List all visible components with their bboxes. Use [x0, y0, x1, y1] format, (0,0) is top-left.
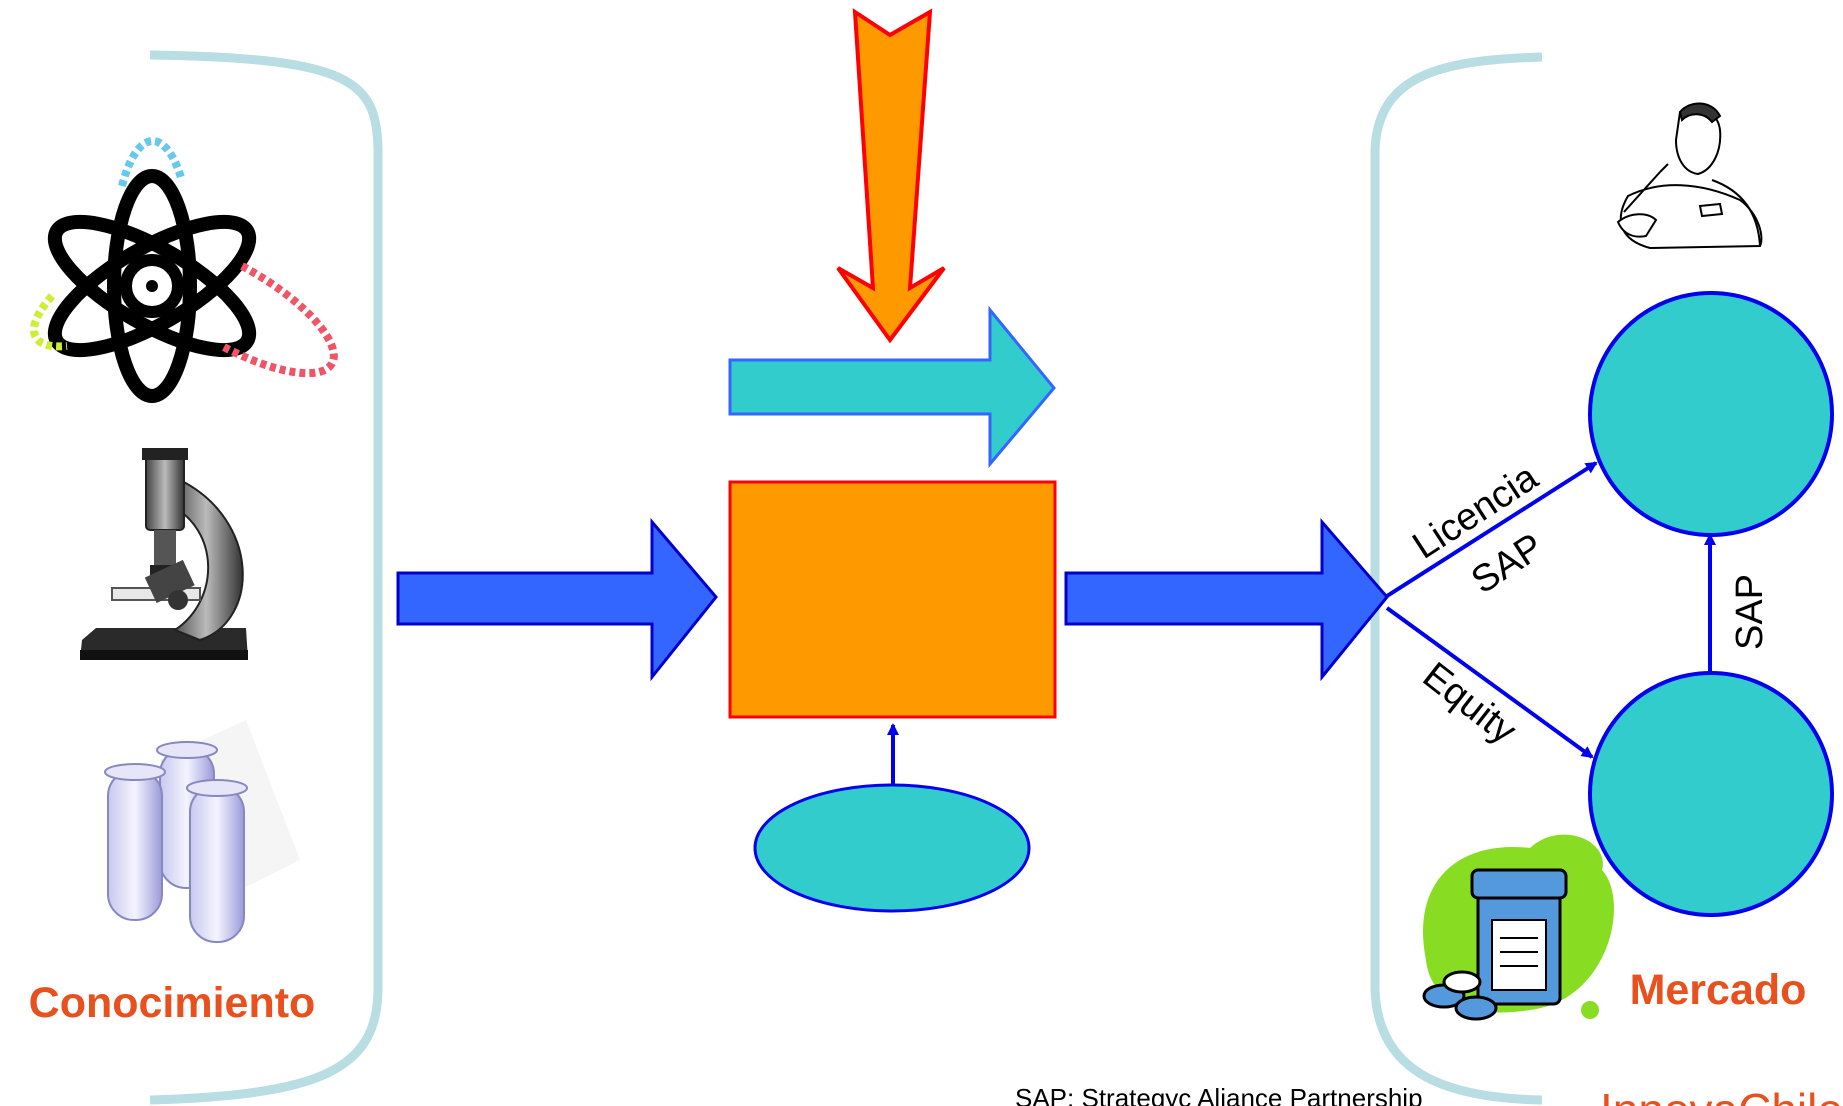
lower-market-circle: [1588, 671, 1834, 917]
conocimiento-label: Conocimiento: [29, 979, 316, 1027]
output-arrow: [1064, 517, 1389, 682]
footnote: SAP: Strategyc Aliance Partnership: [1015, 1083, 1423, 1106]
sap-vertical-label: SAP: [1729, 574, 1771, 650]
upper-market-circle: [1588, 291, 1834, 537]
top-down-arrow: [836, 8, 946, 344]
microscope-icon: [80, 448, 248, 660]
center-orange-box: [728, 480, 1057, 719]
atom-icon: [29, 136, 338, 403]
right-bracket: [1370, 52, 1543, 1105]
mercado-label: Mercado: [1630, 966, 1807, 1014]
nurse-syringe-icon: [1616, 102, 1763, 250]
bottom-teal-ellipse: [753, 783, 1031, 913]
medicine-bottle-icon: [1422, 834, 1614, 1021]
input-arrow: [396, 517, 718, 682]
left-bracket: [149, 50, 383, 1105]
teal-right-arrow: [728, 305, 1056, 469]
test-tubes-icon: [104, 720, 300, 943]
brand-logo-text: InnovaChile: [1600, 1084, 1843, 1106]
licencia-edge: [1385, 461, 1598, 598]
equity-edge: [1385, 606, 1594, 759]
